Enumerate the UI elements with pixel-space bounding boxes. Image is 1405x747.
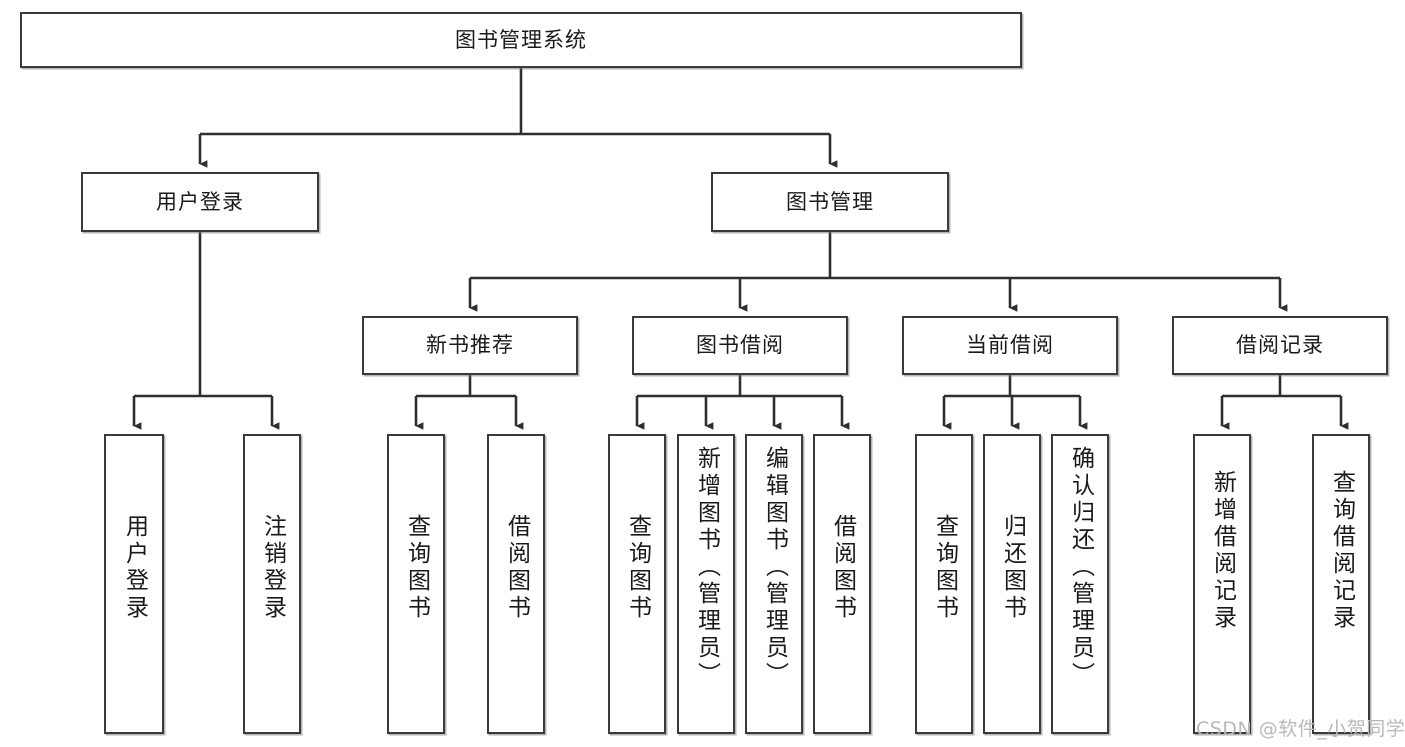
node-borrow-record[interactable]: 借阅记录 bbox=[1172, 316, 1388, 375]
node-leaf-confirm-return[interactable]: 确认归还（管理员） bbox=[1051, 434, 1109, 734]
node-leaf-edit-book[interactable]: 编辑图书（管理员） bbox=[745, 434, 803, 734]
node-leaf-confirm-return-label: 确认归还（管理员） bbox=[1067, 446, 1094, 689]
node-leaf-borrow-book-2[interactable]: 借阅图书 bbox=[813, 434, 871, 734]
node-leaf-borrow-book-1-label: 借阅图书 bbox=[503, 514, 530, 622]
node-leaf-borrow-book-2-label: 借阅图书 bbox=[829, 514, 856, 622]
node-borrow-record-label: 借阅记录 bbox=[1236, 333, 1324, 358]
node-leaf-query-book-1-label: 查询图书 bbox=[403, 514, 430, 622]
node-leaf-add-book[interactable]: 新增图书（管理员） bbox=[677, 434, 735, 734]
node-leaf-add-book-label: 新增图书（管理员） bbox=[693, 446, 720, 689]
node-leaf-add-record-label: 新增借阅记录 bbox=[1209, 470, 1236, 632]
node-leaf-query-record[interactable]: 查询借阅记录 bbox=[1312, 434, 1370, 734]
node-leaf-query-book-2-label: 查询图书 bbox=[624, 514, 651, 622]
node-new-book-recommend[interactable]: 新书推荐 bbox=[362, 316, 578, 375]
node-leaf-edit-book-label: 编辑图书（管理员） bbox=[761, 446, 788, 689]
node-leaf-query-book-3-label: 查询图书 bbox=[931, 514, 958, 622]
node-current-borrow-label: 当前借阅 bbox=[966, 333, 1054, 358]
node-current-borrow[interactable]: 当前借阅 bbox=[902, 316, 1118, 375]
node-leaf-query-book-3[interactable]: 查询图书 bbox=[915, 434, 973, 734]
node-book-management-label: 图书管理 bbox=[786, 189, 874, 214]
node-root-label: 图书管理系统 bbox=[455, 27, 587, 52]
node-leaf-user-logout-label: 注销登录 bbox=[259, 514, 286, 622]
node-book-borrow-label: 图书借阅 bbox=[696, 333, 784, 358]
node-user-login-label: 用户登录 bbox=[156, 189, 244, 214]
watermark-text: CSDN @软件_小贺同学 bbox=[1196, 718, 1405, 740]
node-book-management[interactable]: 图书管理 bbox=[711, 172, 949, 232]
node-leaf-return-book-label: 归还图书 bbox=[999, 514, 1026, 622]
node-leaf-query-record-label: 查询借阅记录 bbox=[1328, 470, 1355, 632]
node-book-borrow[interactable]: 图书借阅 bbox=[632, 316, 848, 375]
node-user-login[interactable]: 用户登录 bbox=[81, 172, 319, 232]
node-leaf-query-book-1[interactable]: 查询图书 bbox=[387, 434, 445, 734]
node-leaf-borrow-book-1[interactable]: 借阅图书 bbox=[487, 434, 545, 734]
node-new-book-recommend-label: 新书推荐 bbox=[426, 333, 514, 358]
node-root[interactable]: 图书管理系统 bbox=[20, 12, 1022, 68]
node-leaf-user-logout[interactable]: 注销登录 bbox=[243, 434, 301, 734]
node-leaf-return-book[interactable]: 归还图书 bbox=[983, 434, 1041, 734]
node-leaf-user-login[interactable]: 用户登录 bbox=[104, 434, 164, 734]
node-leaf-add-record[interactable]: 新增借阅记录 bbox=[1193, 434, 1251, 734]
node-leaf-query-book-2[interactable]: 查询图书 bbox=[608, 434, 666, 734]
node-leaf-user-login-label: 用户登录 bbox=[121, 514, 148, 622]
